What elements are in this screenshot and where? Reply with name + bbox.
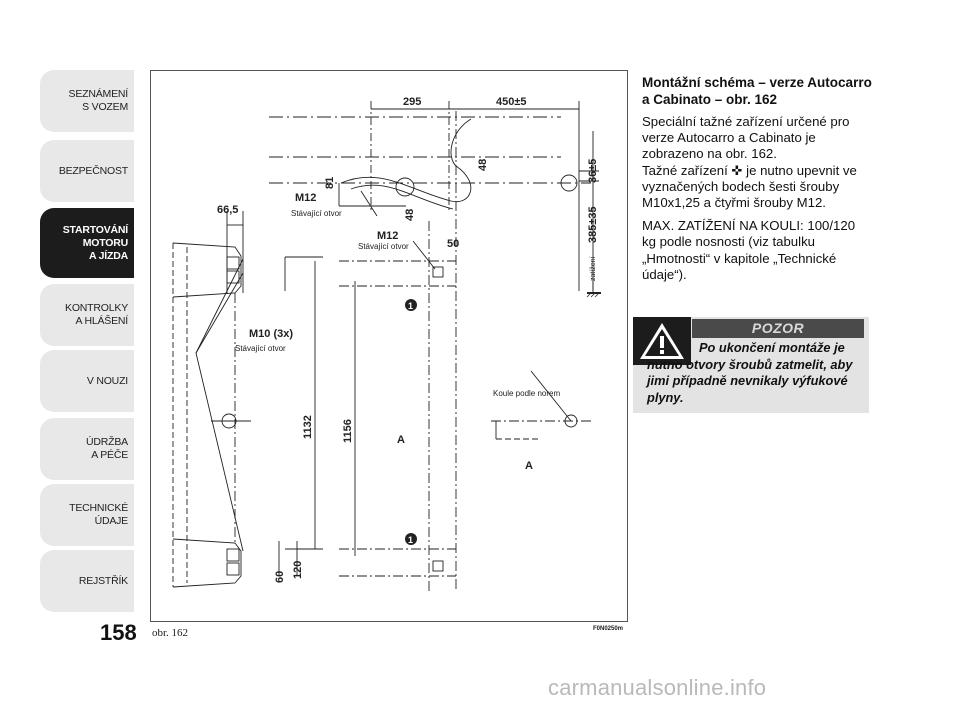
marker-circle-2 [405, 533, 417, 545]
tab-technicke[interactable]: TECHNICKÉ ÚDAJE [40, 484, 134, 546]
existing-hole-m10: Stávající otvor [235, 344, 286, 353]
drawing-svg: 295 450±5 36±5 385±35 81 48 48 50 M12 M1… [172, 96, 601, 591]
dim-120: 120 [292, 561, 304, 579]
tab-seznameni[interactable]: SEZNÁMENÍ S VOZEM [40, 70, 134, 132]
m10-label: M10 (3x) [249, 328, 293, 340]
tab-startovani[interactable]: STARTOVÁNÍ MOTORU A JÍZDA [40, 208, 134, 278]
tab-v-nouzi[interactable]: V NOUZI [40, 350, 134, 412]
existing-hole-top: Stávající otvor [291, 209, 342, 218]
dim-48a: 48 [477, 159, 489, 171]
tab-label: BEZPEČNOST [58, 164, 128, 177]
tab-label: ÚDRŽBA A PÉČE [86, 436, 128, 461]
marker-a-2: A [525, 460, 533, 472]
tab-label: KONTROLKY A HLÁŠENÍ [65, 302, 128, 327]
figure-caption: obr. 162 [152, 627, 189, 639]
paragraph-3: MAX. ZATÍŽENÍ NA KOULI: 100/120 kg podle… [642, 218, 856, 282]
paragraph-2: Tažné zařízení ✜ je nutno upevnit ve vyz… [642, 162, 857, 211]
content-column: Montážní schéma – verze Autocarro a Cabi… [642, 74, 872, 290]
koule-label: Koule podle norem [493, 389, 560, 398]
tab-label: STARTOVÁNÍ MOTORU A JÍZDA [62, 223, 128, 262]
tab-label: SEZNÁMENÍ S VOZEM [68, 88, 129, 113]
paragraph-1: Speciální tažné zařízení určené pro verz… [642, 114, 850, 162]
marker-circle-1 [405, 299, 417, 311]
tab-label: V NOUZI [86, 374, 128, 387]
dim-81: 81 [324, 177, 336, 189]
m12-top-label: M12 [295, 192, 316, 204]
tab-bezpecnost[interactable]: BEZPEČNOST [40, 140, 134, 202]
dim-295: 295 [403, 96, 421, 108]
tab-rejstrik[interactable]: REJSTŘÍK [40, 550, 134, 612]
page-number: 158 [100, 620, 137, 645]
tab-label: TECHNICKÉ ÚDAJE [69, 502, 128, 527]
tab-udrzba[interactable]: ÚDRŽBA A PÉČE [40, 418, 134, 480]
dim-66-5: 66,5 [217, 204, 238, 216]
existing-hole-mid: Stávající otvor [358, 242, 409, 251]
dim-36: 36±5 [587, 159, 599, 183]
technical-drawing: 295 450±5 36±5 385±35 81 48 48 50 M12 M1… [150, 70, 628, 622]
tab-kontrolky[interactable]: KONTROLKY A HLÁŠENÍ [40, 284, 134, 346]
load-label: zatížení [590, 256, 597, 281]
dim-50: 50 [447, 238, 459, 250]
warning-icon-box [633, 317, 691, 365]
dim-450: 450±5 [496, 96, 527, 108]
tab-label: REJSTŘÍK [78, 574, 128, 587]
dim-60: 60 [274, 571, 286, 583]
dim-1132: 1132 [302, 415, 314, 439]
marker-1-top: 1 [408, 301, 413, 311]
dim-385: 385±35 [587, 206, 599, 243]
section-heading: Montážní schéma – verze Autocarro a Cabi… [642, 75, 872, 107]
warning-text-body: Po ukončení montáže je nutno otvory šrou… [647, 340, 853, 405]
watermark: carmanualsonline.info [548, 675, 767, 700]
warning-text: Po ukončení montáže je nutno otvory šrou… [641, 340, 867, 406]
warning-triangle-icon [640, 323, 684, 359]
marker-a-1: A [397, 434, 405, 446]
m12-mid-label: M12 [377, 230, 398, 242]
figure-code: F0N0250m [593, 626, 624, 632]
dim-48b: 48 [404, 209, 416, 221]
marker-1-bottom: 1 [408, 535, 413, 545]
warning-title: POZOR [692, 319, 864, 338]
dim-1156: 1156 [342, 419, 354, 443]
